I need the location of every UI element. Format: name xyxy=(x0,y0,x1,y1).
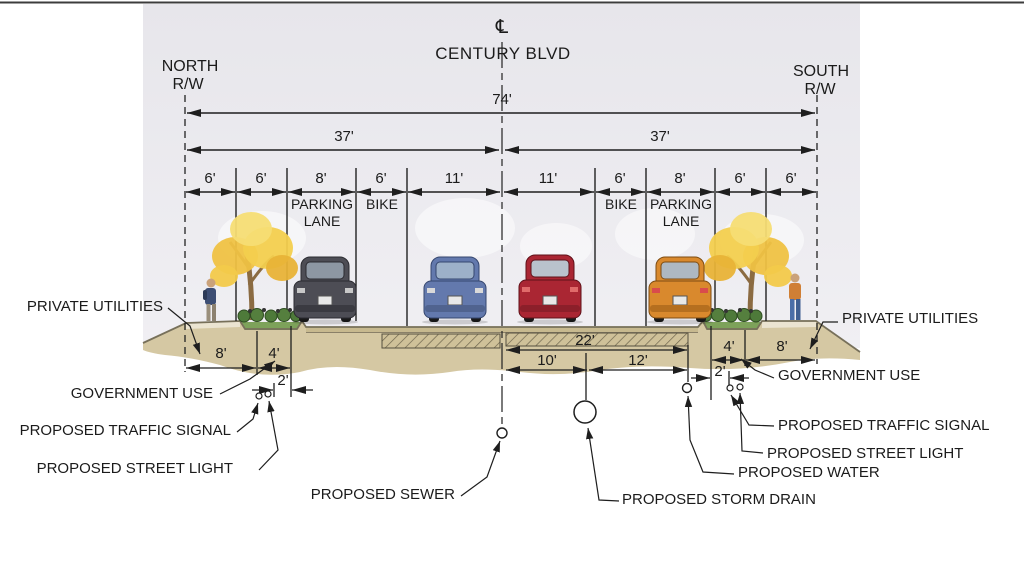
dim-segment: 11' xyxy=(444,170,464,187)
callout-traffic-signal-south: PROPOSED TRAFFIC SIGNAL xyxy=(778,417,990,434)
dim-left-half: 37' xyxy=(334,128,354,145)
planter-north xyxy=(240,322,302,330)
sidewalk-south xyxy=(762,321,816,328)
north-rw-label-2: R/W xyxy=(172,76,204,93)
dim-underground-right-4: 4' xyxy=(723,338,735,355)
road-surface xyxy=(306,327,698,333)
dim-segment: 6' xyxy=(204,170,216,187)
callout-sewer: PROPOSED SEWER xyxy=(310,486,455,503)
duct-bank-south xyxy=(505,332,689,347)
dim-segment: 6' xyxy=(734,170,746,187)
lane-label-parking-south-2: LANE xyxy=(662,213,700,229)
dim-underground-right-8: 8' xyxy=(776,338,788,355)
tree-south xyxy=(704,212,792,321)
south-rw-label-2: R/W xyxy=(804,81,836,98)
water-symbol xyxy=(681,382,693,394)
callout-street-light-south: PROPOSED STREET LIGHT xyxy=(767,445,964,462)
lane-label-parking-south: PARKING xyxy=(650,196,712,212)
sewer-symbol xyxy=(496,427,508,439)
lane-label-bike-south: BIKE xyxy=(605,196,637,212)
dim-underground-left-4: 4' xyxy=(268,345,280,362)
dim-underground-22: 22' xyxy=(575,332,595,349)
lane-label-bike-north: BIKE xyxy=(366,196,398,212)
street-light-symbol-south xyxy=(736,383,744,391)
dim-segment: 6' xyxy=(255,170,267,187)
callout-water: PROPOSED WATER xyxy=(738,464,880,481)
dim-right-half: 37' xyxy=(650,128,670,145)
callout-private-utilities-south: PRIVATE UTILITIES xyxy=(842,310,979,327)
callout-traffic-signal-north: PROPOSED TRAFFIC SIGNAL xyxy=(19,422,231,439)
underground-dimensions xyxy=(186,326,815,400)
south-rw-label: SOUTH xyxy=(793,63,849,80)
dim-underground-left-2: 2' xyxy=(277,372,289,389)
car-travel-south xyxy=(517,254,583,325)
car-parked-south xyxy=(647,256,713,325)
car-travel-north xyxy=(422,256,488,325)
dim-segment: 8' xyxy=(315,170,327,187)
storm-drain-symbol xyxy=(573,400,597,424)
dim-segment: 8' xyxy=(674,170,686,187)
dim-segment: 11' xyxy=(538,170,558,187)
callout-leaders xyxy=(167,307,838,502)
pedestrian-south xyxy=(789,273,801,320)
dim-segment: 6' xyxy=(785,170,797,187)
road-name: CENTURY BLVD xyxy=(435,44,571,63)
traffic-signal-symbol-south xyxy=(726,384,734,392)
lane-label-parking-north: PARKING xyxy=(291,196,353,212)
car-parked-north xyxy=(292,256,358,325)
street-light-symbol-north xyxy=(264,390,272,398)
dim-underground-10: 10' xyxy=(537,352,557,369)
dim-underground-right-2: 2' xyxy=(714,363,726,380)
traffic-signal-symbol-north xyxy=(255,392,263,400)
callout-government-use-south: GOVERNMENT USE xyxy=(778,367,921,384)
ground-edge-line xyxy=(142,319,861,353)
dim-segment: 6' xyxy=(614,170,626,187)
callout-private-utilities-north: PRIVATE UTILITIES xyxy=(26,298,163,315)
north-rw-label: NORTH xyxy=(161,58,219,75)
planter-south xyxy=(702,322,762,330)
pedestrian-north xyxy=(203,278,216,321)
callout-government-use-north: GOVERNMENT USE xyxy=(70,385,213,402)
dimension-lines xyxy=(186,109,816,196)
dim-segment: 6' xyxy=(375,170,387,187)
lane-label-parking-north-2: LANE xyxy=(303,213,341,229)
tree-north xyxy=(210,212,298,321)
dim-underground-12: 12' xyxy=(628,352,648,369)
dim-underground-left-8: 8' xyxy=(215,345,227,362)
centerline-symbol: ℄ xyxy=(495,17,509,38)
callout-street-light-north: PROPOSED STREET LIGHT xyxy=(36,460,233,477)
callout-storm-drain: PROPOSED STORM DRAIN xyxy=(622,491,816,508)
dim-total: 74' xyxy=(492,91,512,108)
duct-bank-north xyxy=(381,333,501,349)
